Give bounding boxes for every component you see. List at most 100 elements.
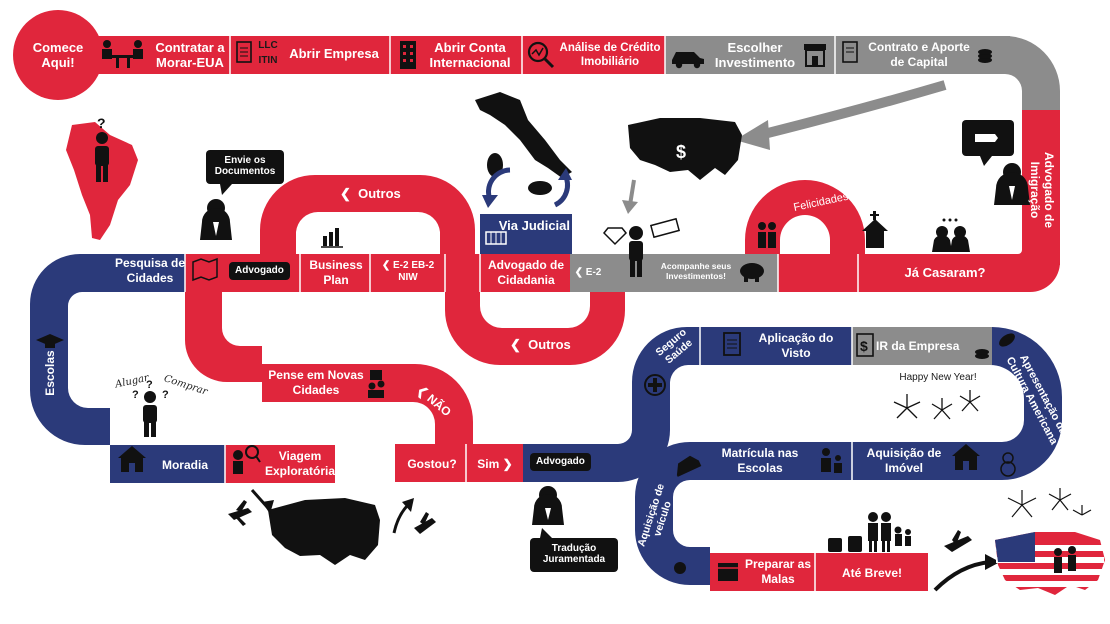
cultura-track — [990, 327, 1062, 480]
couple-icon — [932, 218, 970, 252]
advogado-bottom-pill[interactable]: Advogado — [530, 453, 591, 471]
e2-text: E-2 — [585, 267, 602, 278]
analise-credito-label[interactable]: Análise de Crédito Imobiliário — [559, 42, 661, 68]
sim-label[interactable]: Sim ❯ — [477, 457, 513, 471]
outros-mid-label[interactable]: ❮ Outros — [510, 337, 571, 352]
via-judicial-label[interactable]: Via Judicial — [498, 218, 570, 233]
contratar-label[interactable]: Contratar a Morar-EUA — [155, 40, 225, 70]
traducao-juramentada-bubble: Tradução Juramentada — [542, 543, 606, 565]
envie-documentos-bubble: Envie os Documentos — [214, 155, 276, 177]
contract-icon — [842, 41, 858, 63]
car-side-icon — [676, 455, 702, 477]
document-icon — [236, 41, 252, 63]
outros-mid-loop — [445, 292, 625, 365]
moradia-label[interactable]: Moradia — [161, 458, 208, 472]
advogado-cidadania-label[interactable]: Advogado de Cidadania — [487, 258, 564, 287]
advogado-imigracao-label[interactable]: Advogado de Imigração — [1028, 151, 1056, 228]
gray-arrow-icon — [758, 80, 947, 140]
store-icon — [804, 44, 826, 67]
veiculo-track — [635, 442, 710, 585]
row2-navy-track — [110, 254, 185, 292]
box-icon — [718, 563, 738, 581]
advogado-pill[interactable]: Advogado — [229, 262, 290, 280]
gostou-label[interactable]: Gostou? — [407, 457, 457, 471]
fireworks-icon — [893, 390, 981, 420]
church-icon — [862, 211, 888, 248]
happy-new-year-label: Happy New Year! — [899, 372, 977, 383]
piggy-bank-icon — [740, 263, 764, 282]
svg-text:$: $ — [860, 338, 868, 354]
dollar-icon: $ — [856, 333, 874, 357]
start-label[interactable]: Comece Aqui! — [32, 40, 84, 70]
gear-icon — [674, 562, 686, 574]
start-circle[interactable] — [13, 10, 103, 100]
usa-map-icon — [628, 118, 742, 180]
italy-map-icon — [475, 92, 572, 178]
outros-top-text: Outros — [358, 186, 401, 201]
ate-breve-label[interactable]: Até Breve! — [841, 566, 903, 580]
gostou-box[interactable] — [395, 444, 475, 482]
ja-casaram-label[interactable]: Já Casaram? — [904, 265, 986, 280]
svg-text:?: ? — [146, 379, 153, 391]
escolas-track — [30, 254, 110, 445]
diamond-icon — [602, 227, 628, 246]
contrato-aporte-label[interactable]: Contrato e Aporte de Capital — [868, 40, 970, 69]
family-icon — [828, 512, 911, 552]
preparar-malas-label[interactable]: Preparar as Malas — [744, 557, 812, 586]
acompanhe-label: Acompanhe seus Investimentos! — [660, 261, 732, 281]
abrir-empresa-label[interactable]: Abrir Empresa — [289, 46, 379, 61]
outros-mid-text: Outros — [528, 337, 571, 352]
pesquisa-cidades-label[interactable]: Pesquisa de Cidades — [114, 256, 186, 285]
escolas-label[interactable]: Escolas — [43, 350, 57, 396]
svg-text:?: ? — [97, 115, 106, 131]
usa-flag-map-icon — [995, 532, 1105, 595]
form-icon — [723, 332, 741, 356]
chart-icon — [321, 228, 343, 248]
couple-heart-icon — [758, 211, 776, 248]
outros-top-label[interactable]: ❮ Outros — [340, 186, 401, 201]
magnifier-chart-icon — [527, 41, 555, 69]
building-icon — [400, 41, 416, 69]
house-icon — [118, 446, 146, 472]
medical-cross-icon — [644, 374, 666, 396]
e2-label[interactable]: ❮ E-2 — [574, 267, 602, 278]
map-icon — [192, 257, 218, 282]
escolher-investimento-label[interactable]: Escolher Investimento — [714, 40, 796, 70]
car-icon — [672, 52, 704, 69]
business-plan-label[interactable]: Business Plan — [309, 258, 363, 287]
house-tree-icon — [952, 444, 980, 470]
lawyer-bottom-icon — [532, 486, 564, 525]
fireworks-top-icon — [1007, 488, 1092, 518]
airplane-icon — [414, 512, 436, 534]
svg-text:?: ? — [162, 389, 169, 401]
viagem-exploratoria-label[interactable]: Viagem Exploratória — [264, 449, 336, 478]
ir-empresa-label[interactable]: IR da Empresa — [876, 339, 960, 353]
coins-icon — [978, 49, 992, 63]
person-question-icon — [95, 132, 109, 182]
aquisicao-imovel-label[interactable]: Aquisição de Imóvel — [866, 446, 942, 475]
itin-label: ITIN — [258, 55, 278, 66]
pointing-hand-icon — [975, 134, 998, 142]
row1-red-track — [75, 36, 665, 74]
south-america-map-icon — [66, 122, 138, 240]
abrir-conta-label[interactable]: Abrir Conta Internacional — [429, 40, 511, 70]
aplicacao-visto-label[interactable]: Aplicação do Visto — [758, 331, 834, 360]
coins-icon — [975, 349, 989, 359]
airplane-right-icon — [944, 530, 972, 552]
investor-icon — [629, 226, 643, 277]
llc-label: LLC — [258, 40, 278, 51]
e2-eb2-label[interactable]: ❮ E-2 EB-2 NIW — [381, 260, 435, 283]
graduation-cap-icon — [36, 334, 64, 348]
pense-label[interactable]: Pense em Novas Cidades — [268, 368, 364, 397]
sim-text: Sim — [477, 457, 500, 471]
colosseum-icon — [485, 231, 507, 245]
via-judicial-box[interactable] — [480, 214, 572, 254]
people-question-icon — [368, 370, 385, 398]
airplane-icon — [228, 500, 252, 526]
snowman-icon — [1000, 452, 1016, 477]
football-icon — [999, 333, 1015, 347]
businessman-icon — [994, 163, 1030, 205]
matricula-escolas-label[interactable]: Matrícula nas Escolas — [721, 446, 799, 475]
immigration-lawyer-track — [1022, 110, 1060, 265]
